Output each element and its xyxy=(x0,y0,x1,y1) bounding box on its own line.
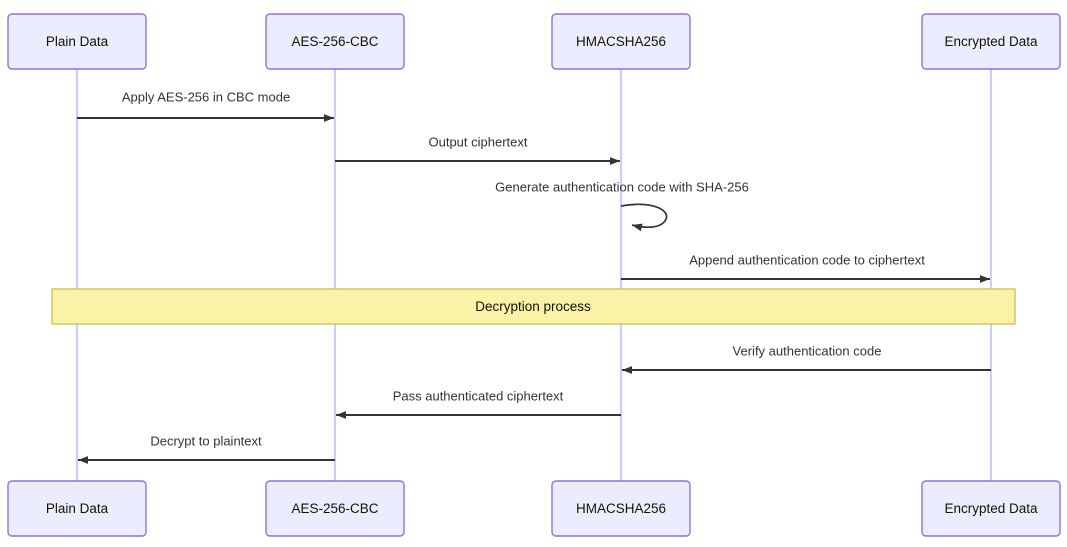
actor-label-aes-256-cbc-bottom: AES-256-CBC xyxy=(291,501,378,516)
actor-bottom-plain-data[interactable]: Plain Data xyxy=(7,480,147,537)
message-label-7: Decrypt to plaintext xyxy=(150,433,262,448)
message-label-5: Verify authentication code xyxy=(733,343,882,358)
lifelines xyxy=(75,69,993,481)
actor-box-encrypted-data-top[interactable] xyxy=(921,13,1061,70)
actor-box-aes-256-cbc-bottom[interactable] xyxy=(265,480,405,537)
actor-top-plain-data[interactable]: Plain Data xyxy=(7,13,147,70)
actor-label-encrypted-data-top: Encrypted Data xyxy=(944,34,1038,49)
message-verify-authentication-code[interactable]: Verify authentication code xyxy=(622,343,991,374)
message-apply-aes-256-in-cbc-mode[interactable]: Apply AES-256 in CBC mode xyxy=(77,89,334,122)
actor-box-aes-256-cbc-top[interactable] xyxy=(265,13,405,70)
actor-top-hmacsha256[interactable]: HMACSHA256 xyxy=(551,13,691,70)
actor-label-plain-data-top: Plain Data xyxy=(46,34,109,49)
actors-top: Plain Data AES-256-CBC HMACSHA256 Encryp… xyxy=(7,13,1061,70)
message-generate-authentication-code-with-sha-256[interactable]: Generate authentication code with SHA-25… xyxy=(495,179,749,232)
actor-label-aes-256-cbc-top: AES-256-CBC xyxy=(291,34,378,49)
message-pass-authenticated-ciphertext[interactable]: Pass authenticated ciphertext xyxy=(336,388,621,419)
note-decryption-process[interactable]: Decryption process xyxy=(51,288,1016,325)
actor-bottom-encrypted-data[interactable]: Encrypted Data xyxy=(921,480,1061,537)
actor-label-hmacsha256-top: HMACSHA256 xyxy=(576,34,666,49)
message-append-authentication-code-to-ciphertext[interactable]: Append authentication code to ciphertext xyxy=(621,252,990,283)
message-decrypt-to-plaintext[interactable]: Decrypt to plaintext xyxy=(78,433,335,464)
actor-box-encrypted-data-bottom[interactable] xyxy=(921,480,1061,537)
actor-label-encrypted-data-bottom: Encrypted Data xyxy=(944,501,1038,516)
actor-bottom-aes-256-cbc[interactable]: AES-256-CBC xyxy=(265,480,405,537)
message-label-1: Apply AES-256 in CBC mode xyxy=(122,89,290,104)
message-label-6: Pass authenticated ciphertext xyxy=(393,388,564,403)
message-label-3: Generate authentication code with SHA-25… xyxy=(495,179,749,194)
message-label-4: Append authentication code to ciphertext xyxy=(689,252,925,267)
actor-label-plain-data-bottom: Plain Data xyxy=(46,501,109,516)
message-output-ciphertext[interactable]: Output ciphertext xyxy=(335,134,620,165)
actor-box-plain-data-bottom[interactable] xyxy=(7,480,147,537)
actor-bottom-hmacsha256[interactable]: HMACSHA256 xyxy=(551,480,691,537)
note-rect-decryption-process[interactable] xyxy=(51,288,1016,325)
message-label-2: Output ciphertext xyxy=(429,134,528,149)
actor-box-plain-data-top[interactable] xyxy=(7,13,147,70)
actor-box-hmacsha256-bottom[interactable] xyxy=(551,480,691,537)
message-self-loop-3[interactable] xyxy=(620,203,668,232)
actor-box-hmacsha256-top[interactable] xyxy=(551,13,691,70)
actors-bottom: Plain Data AES-256-CBC HMACSHA256 Encryp… xyxy=(7,480,1061,537)
note-label-decryption-process: Decryption process xyxy=(475,299,591,314)
messages: Apply AES-256 in CBC mode Output ciphert… xyxy=(77,89,991,464)
actor-top-aes-256-cbc[interactable]: AES-256-CBC xyxy=(265,13,405,70)
actor-top-encrypted-data[interactable]: Encrypted Data xyxy=(921,13,1061,70)
actor-label-hmacsha256-bottom: HMACSHA256 xyxy=(576,501,666,516)
